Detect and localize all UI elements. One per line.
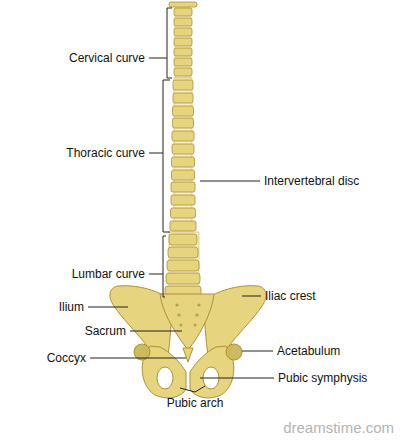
part-label: Acetabulum	[277, 344, 340, 358]
intervertebral-discs	[169, 8, 199, 298]
cervical-bracket	[167, 8, 172, 78]
part-label: Coccyx	[47, 351, 86, 365]
part-label: Pubic symphysis	[278, 371, 367, 385]
sacral-foramina	[175, 303, 200, 326]
part-label: Pubic arch	[167, 396, 224, 410]
thoracic-bracket	[163, 80, 170, 232]
watermark: dreamstime.com	[283, 419, 394, 437]
sacrum-shape	[160, 294, 214, 350]
vertebrae	[165, 2, 201, 296]
part-label: Sacrum	[85, 324, 126, 338]
part-label: Intervertebral disc	[264, 174, 359, 188]
part-label: Ilium	[59, 300, 84, 314]
part-label: Cervical curve	[69, 51, 145, 65]
part-label: Iliac crest	[265, 289, 316, 303]
part-label: Lumbar curve	[72, 267, 145, 281]
lumbar-bracket	[163, 236, 166, 297]
part-label: Thoracic curve	[66, 146, 145, 160]
coccyx-shape	[183, 348, 193, 362]
pelvis	[110, 286, 266, 398]
